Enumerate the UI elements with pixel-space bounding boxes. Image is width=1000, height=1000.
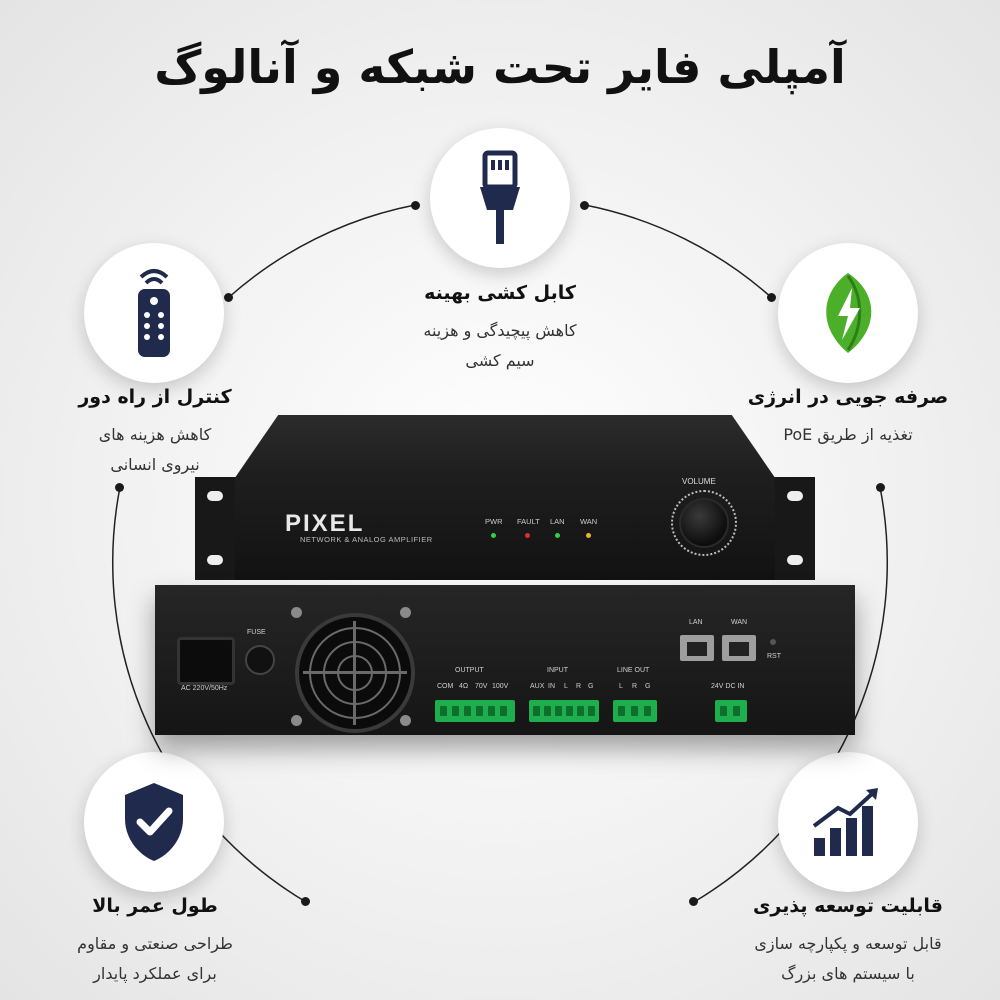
shield-check-icon (84, 752, 224, 892)
rack-ear-left (195, 477, 235, 580)
input-terminal-label: R (576, 683, 582, 690)
arc-dot (411, 201, 420, 210)
dc-input-terminal[interactable] (715, 700, 747, 722)
feature-desc: نیروی انسانی (110, 455, 200, 474)
growth-chart-icon (778, 752, 918, 892)
line-out-terminal-label: L (619, 683, 623, 690)
lan-led (555, 533, 560, 538)
arc-dot (689, 897, 698, 906)
led-label: FAULT (517, 517, 540, 526)
fault-led (525, 533, 530, 538)
feature-durability: طول عمر بالا طراحی صنعتی و مقاوم برای عم… (25, 895, 285, 989)
feature-energy: صرفه جویی در انرژی تغذیه از طریق PoE (718, 386, 978, 450)
arc-dot (876, 483, 885, 492)
feature-scalability: قابلیت توسعه پذیری قابل توسعه و پکپارچه … (718, 895, 978, 989)
reset-button[interactable] (770, 639, 776, 645)
fuse-holder[interactable] (245, 645, 275, 675)
feature-title: کنترل از راه دور (78, 386, 232, 408)
arc-dot (115, 483, 124, 492)
rack-ear-right (775, 477, 815, 580)
ac-power-socket[interactable] (177, 637, 235, 685)
volume-knob[interactable] (679, 498, 729, 548)
output-terminal-label: COM (437, 683, 454, 690)
brand-logo: PIXEL (285, 510, 365, 537)
input-terminal-label: L (564, 683, 568, 690)
feature-title: کابل کشی بهینه (424, 282, 576, 304)
feature-title: صرفه جویی در انرژی (747, 386, 949, 408)
line-out-terminal-label: G (645, 683, 651, 690)
line-out-section-label: LINE OUT (617, 667, 650, 674)
input-terminal-label: G (588, 683, 594, 690)
arc-dot (580, 201, 589, 210)
amplifier-front-panel: PIXEL NETWORK & ANALOG AMPLIFIER PWR FAU… (195, 415, 815, 580)
lan-port-label: LAN (689, 619, 703, 626)
dc-input-label: 24V DC IN (711, 683, 745, 690)
output-terminal-label: 70V (475, 683, 488, 690)
output-section-label: OUTPUT (455, 667, 484, 674)
output-terminal-label: 100V (492, 683, 509, 690)
ac-label: AC 220V/50Hz (181, 685, 228, 692)
led-label: WAN (580, 517, 598, 526)
feature-desc: قابل توسعه و پکپارچه سازی (754, 934, 942, 953)
input-terminal-label: IN (548, 683, 555, 690)
input-terminal-block[interactable] (529, 700, 599, 722)
feature-desc: کاهش پیچیدگی و هزینه (423, 321, 577, 340)
feature-cabling: کابل کشی بهینه کاهش پیچیدگی و هزینه سیم … (370, 282, 630, 376)
feature-desc: برای عملکرد پایدار (93, 964, 217, 983)
feature-desc: سیم کشی (465, 351, 535, 370)
input-section-label: INPUT (547, 667, 568, 674)
feature-title: طول عمر بالا (92, 895, 218, 917)
arc-dot (224, 293, 233, 302)
volume-scale (671, 490, 737, 556)
energy-leaf-icon (778, 243, 918, 383)
led-label: PWR (485, 517, 503, 526)
lan-port[interactable] (680, 635, 714, 661)
page-title: آمپلی فایر تحت شبکه و آنالوگ (154, 40, 846, 94)
line-out-terminal-block[interactable] (613, 700, 657, 722)
feature-desc: با سیستم های بزرگ (781, 964, 915, 983)
volume-label: VOLUME (682, 477, 716, 486)
feature-remote: کنترل از راه دور کاهش هزینه های نیروی ان… (25, 386, 285, 480)
output-terminal-label: 4Ω (459, 683, 469, 690)
output-terminal-block[interactable] (435, 700, 515, 722)
feature-desc: طراحی صنعتی و مقاوم (77, 934, 233, 953)
led-label: LAN (550, 517, 565, 526)
feature-desc: کاهش هزینه های (98, 425, 212, 444)
screw (291, 607, 302, 618)
feature-desc: تغذیه از طریق PoE (783, 425, 913, 444)
arc-dot (301, 897, 310, 906)
wan-port[interactable] (722, 635, 756, 661)
wan-led (586, 533, 591, 538)
line-out-terminal-label: R (632, 683, 638, 690)
remote-control-icon (84, 243, 224, 383)
screw (400, 607, 411, 618)
fuse-label: FUSE (247, 629, 266, 636)
pwr-led (491, 533, 496, 538)
amplifier-rear-panel: AC 220V/50Hz FUSE OUTPUT COM 4Ω 70V 100V… (155, 585, 855, 735)
input-terminal-label: AUX (530, 683, 545, 690)
model-label: NETWORK & ANALOG AMPLIFIER (300, 535, 433, 544)
feature-title: قابلیت توسعه پذیری (752, 895, 944, 917)
arc-dot (767, 293, 776, 302)
screw (291, 715, 302, 726)
screw (400, 715, 411, 726)
wan-port-label: WAN (731, 619, 748, 626)
cooling-fan (295, 613, 415, 733)
reset-label: RST (767, 653, 781, 660)
ethernet-cable-icon (430, 128, 570, 268)
